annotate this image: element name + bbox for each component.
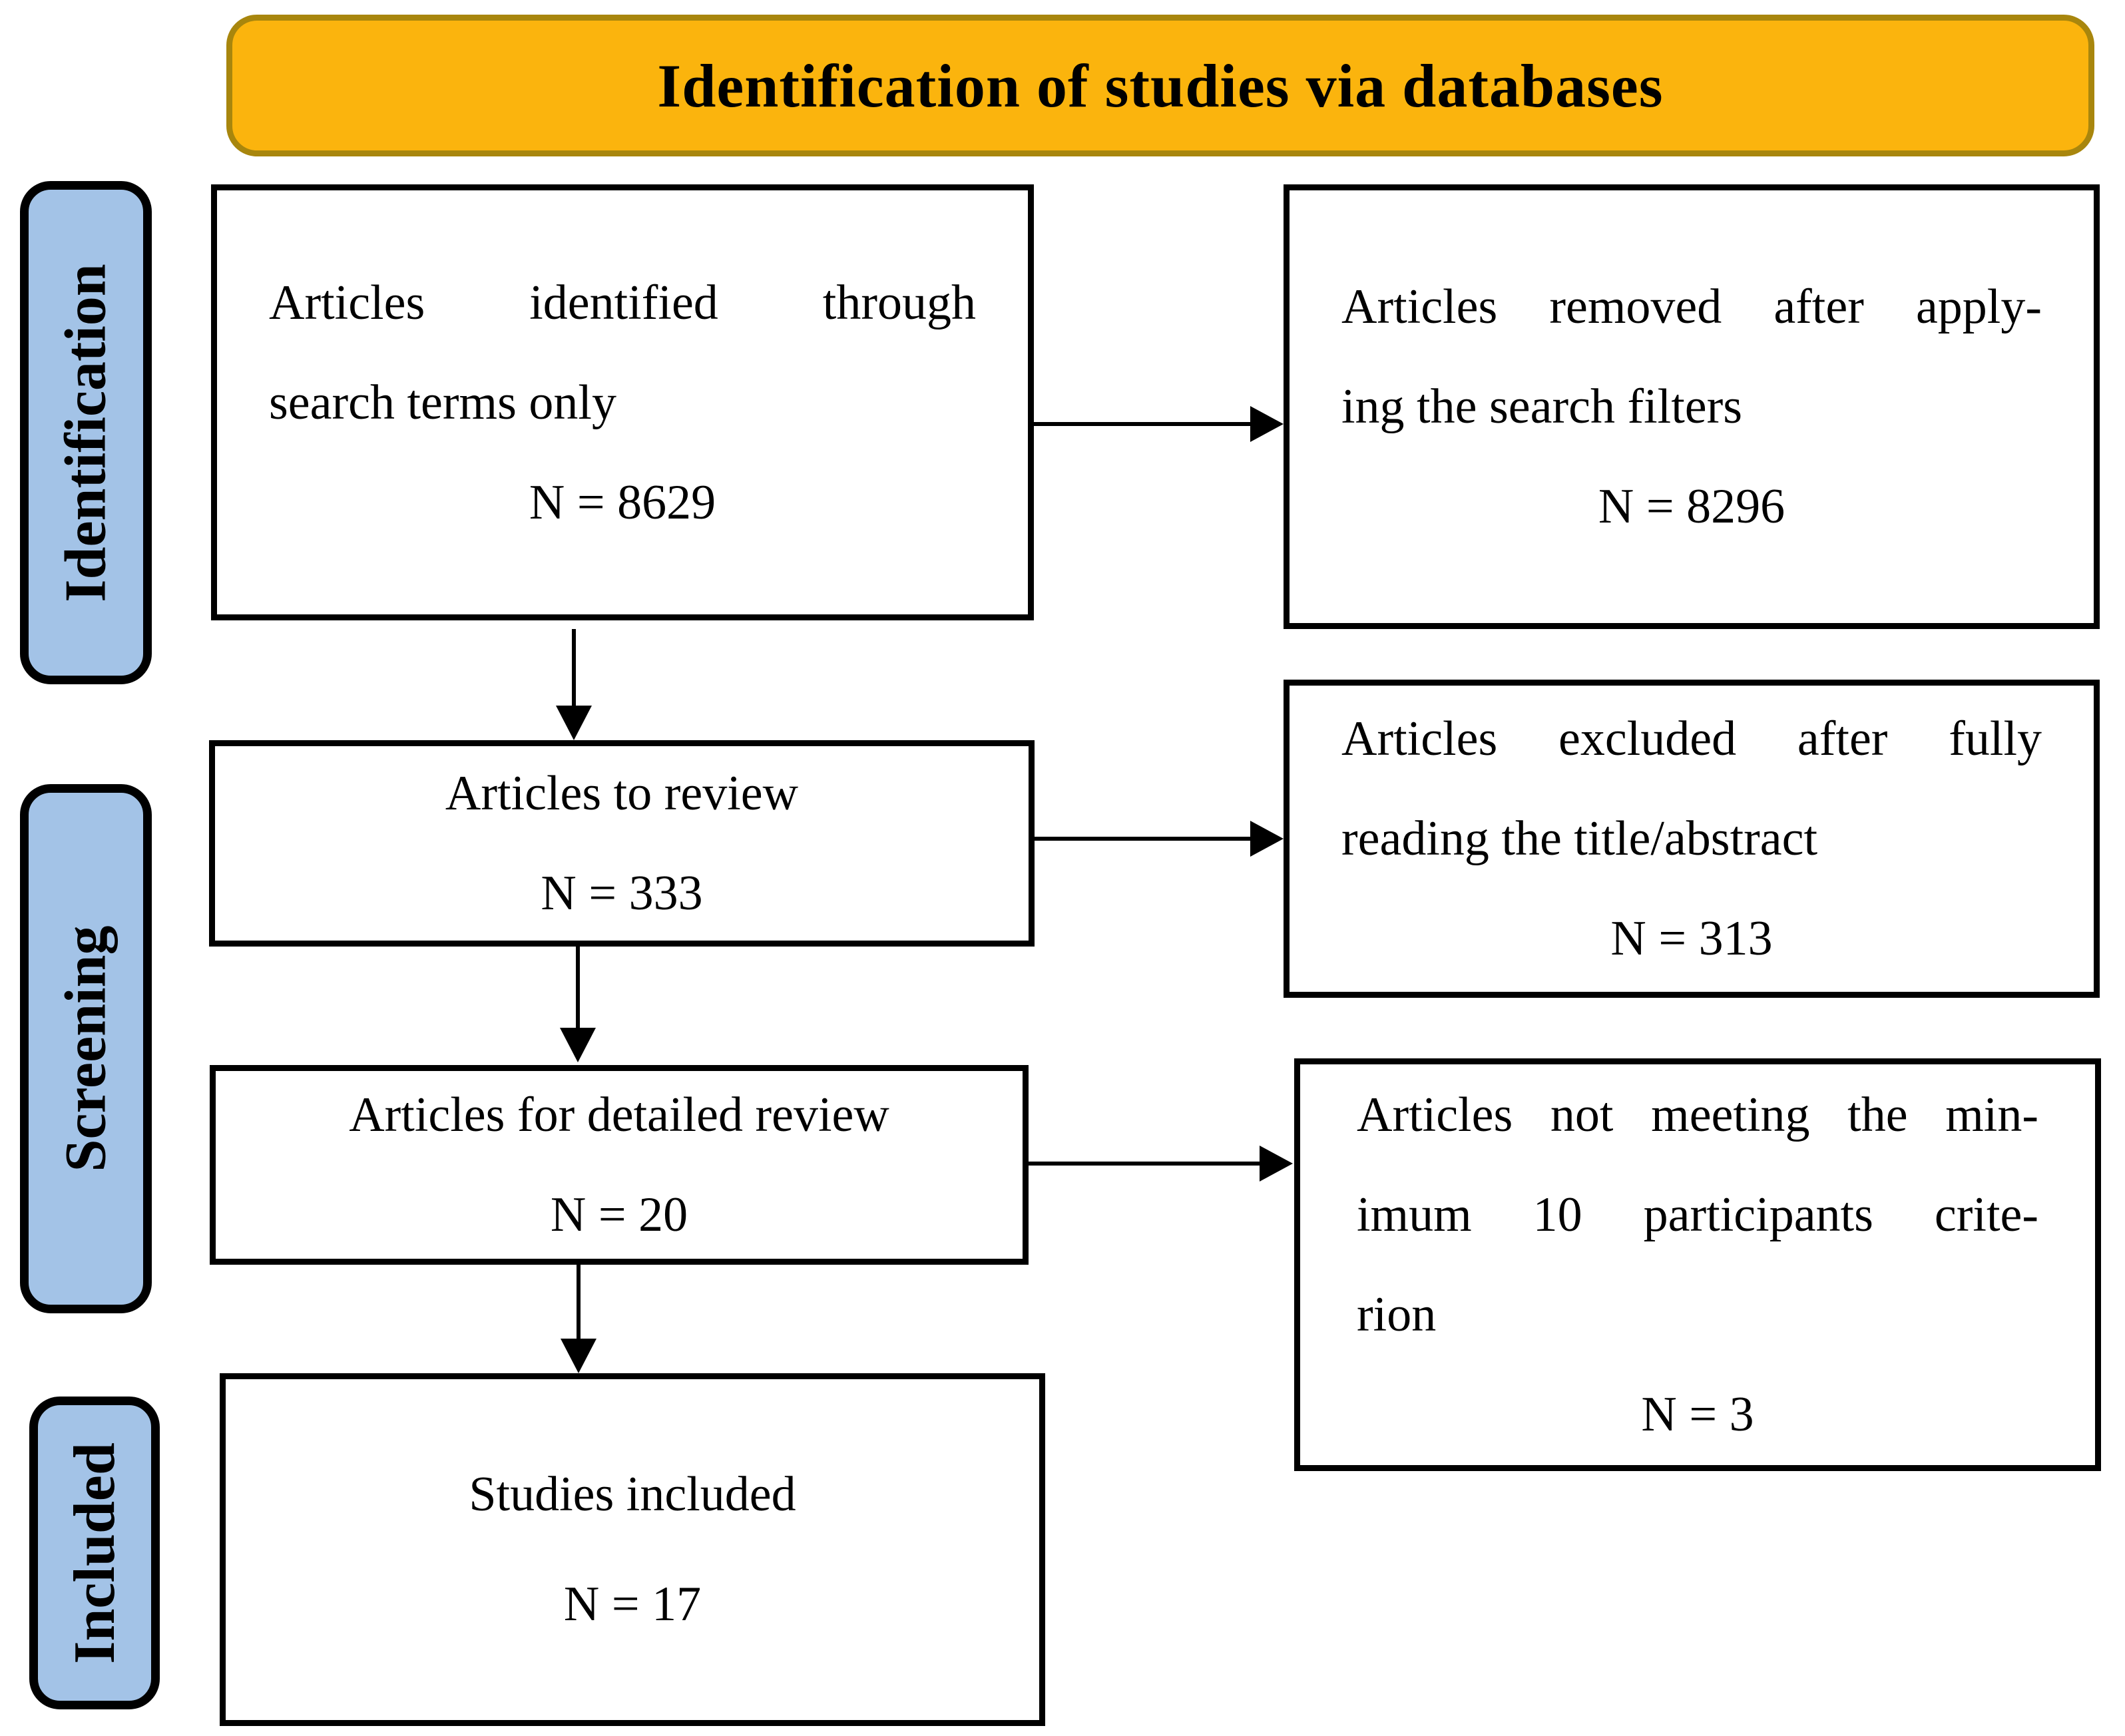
- box-count: N = 8629: [529, 475, 716, 530]
- box-line: Articles not meeting the min-: [1357, 1088, 2038, 1142]
- box-line: ing the search filters: [1341, 379, 1743, 434]
- stage-label-identification-text: Identification: [53, 263, 118, 602]
- box-line: Articles to review: [445, 766, 799, 821]
- box-line: imum 10 participants crite-: [1357, 1188, 2038, 1242]
- arrow-detailed-to-notmeeting-line: [1029, 1162, 1261, 1166]
- box-articles-removed: Articles removed after apply- ing the se…: [1284, 184, 2100, 629]
- box-line: Articles for detailed review: [349, 1088, 889, 1142]
- arrow-identified-to-toreview-head: [556, 706, 592, 740]
- arrow-detailed-to-notmeeting-head: [1260, 1146, 1293, 1182]
- banner-identification-via-databases: Identification of studies via databases: [226, 15, 2094, 156]
- stage-label-screening: Screening: [20, 784, 152, 1313]
- arrow-toreview-to-detailed-head: [560, 1028, 596, 1062]
- box-articles-to-review: Articles to review N = 333: [209, 740, 1035, 947]
- box-line: Articles identified through: [269, 275, 976, 330]
- box-line: Articles excluded after fully: [1341, 712, 2042, 766]
- box-count: N = 313: [1610, 911, 1773, 966]
- box-articles-detailed-review: Articles for detailed review N = 20: [210, 1065, 1029, 1265]
- box-line: Articles removed after apply-: [1341, 280, 2042, 334]
- box-count: N = 17: [563, 1577, 702, 1631]
- arrow-toreview-to-excluded-line: [1035, 837, 1252, 841]
- box-articles-excluded: Articles excluded after fully reading th…: [1284, 680, 2100, 998]
- box-line: rion: [1357, 1287, 1437, 1342]
- arrow-toreview-to-excluded-head: [1250, 821, 1284, 857]
- arrow-toreview-to-detailed-line: [576, 947, 580, 1029]
- arrow-identified-to-toreview-line: [572, 629, 576, 707]
- arrow-detailed-to-included-line: [577, 1265, 581, 1340]
- stage-label-included-text: Included: [62, 1442, 127, 1664]
- box-articles-not-meeting-criterion: Articles not meeting the min- imum 10 pa…: [1294, 1058, 2101, 1471]
- box-articles-identified: Articles identified through search terms…: [211, 184, 1034, 620]
- arrow-detailed-to-included-head: [561, 1339, 596, 1373]
- box-count: N = 333: [541, 866, 703, 921]
- box-count: N = 20: [550, 1188, 688, 1242]
- box-line: search terms only: [269, 375, 616, 430]
- stage-label-identification: Identification: [20, 181, 152, 684]
- box-line: reading the title/abstract: [1341, 811, 1818, 866]
- stage-label-screening-text: Screening: [53, 925, 118, 1172]
- box-line: Studies included: [469, 1467, 796, 1522]
- banner-title: Identification of studies via databases: [657, 51, 1664, 120]
- box-count: N = 3: [1641, 1387, 1754, 1442]
- box-count: N = 8296: [1598, 479, 1785, 534]
- arrow-identified-to-removed-head: [1250, 406, 1284, 442]
- box-studies-included: Studies included N = 17: [220, 1373, 1045, 1726]
- arrow-identified-to-removed-line: [1034, 422, 1252, 426]
- stage-label-included: Included: [29, 1397, 160, 1709]
